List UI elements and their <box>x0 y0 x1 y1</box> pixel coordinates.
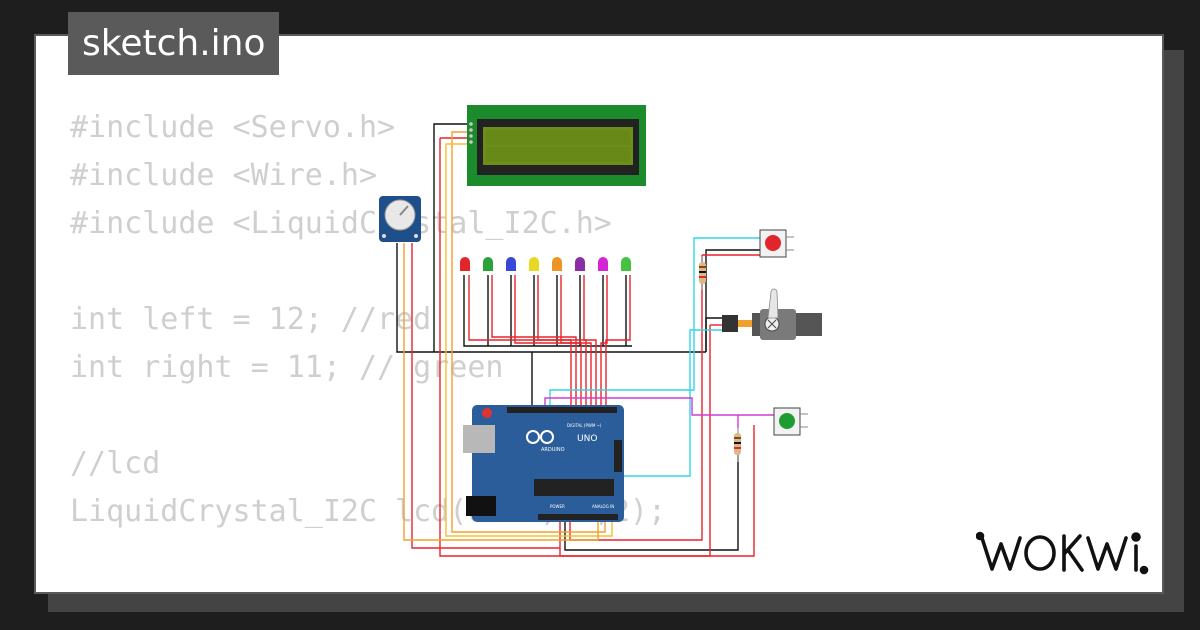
wires <box>396 123 774 557</box>
microcontroller-chip <box>534 479 614 496</box>
wire-black <box>396 243 706 353</box>
lcd-display[interactable] <box>467 105 646 186</box>
wire-red <box>560 425 755 557</box>
wire-red <box>491 275 577 407</box>
wire-red <box>439 138 560 557</box>
analog-label: ANALOG IN <box>592 504 614 509</box>
wokwi-logo <box>976 531 1149 575</box>
wire-cyan <box>549 237 760 407</box>
resistor[interactable] <box>734 428 741 462</box>
file-name-tab[interactable]: sketch.ino <box>68 12 280 75</box>
wire-yellow <box>445 143 613 537</box>
wire-red <box>537 275 587 407</box>
code-preview: #include <Servo.h> #include <Wire.h> #incl… <box>70 104 666 592</box>
wire-cyan <box>621 329 722 520</box>
wire-red <box>583 275 597 407</box>
wire-red <box>468 275 572 407</box>
board-brand-label: ARDUINO <box>541 447 565 453</box>
wire-red <box>569 255 703 541</box>
wire-black <box>705 317 722 352</box>
wire-black <box>564 452 739 551</box>
wire-red <box>411 243 560 549</box>
wire-magenta <box>544 397 774 416</box>
led-row <box>460 257 631 271</box>
code-line: #include <LiquidCrystal_I2C.h> <box>70 206 612 241</box>
code-line: // <box>70 584 666 592</box>
resistor[interactable] <box>699 256 706 290</box>
board-model-label: UNO <box>577 434 597 444</box>
code-line: int right = 11; // green <box>70 350 504 385</box>
wire-black <box>705 249 760 352</box>
digital-header <box>507 407 617 413</box>
wire-red <box>560 275 592 407</box>
led-blue[interactable] <box>506 257 516 271</box>
potentiometer[interactable] <box>379 196 421 242</box>
arduino-uno-board[interactable]: UNO ARDUINO DIGITAL (PWM ~) POWER ANALOG… <box>463 405 624 522</box>
led-yellow[interactable] <box>529 257 539 271</box>
code-line: #include <Servo.h> <box>70 110 396 145</box>
led-red[interactable] <box>460 257 470 271</box>
analog-header <box>538 514 618 520</box>
led-magenta[interactable] <box>598 257 608 271</box>
led-green[interactable] <box>483 257 493 271</box>
wire-orange <box>451 131 606 533</box>
led-purple[interactable] <box>575 257 585 271</box>
digital-label: DIGITAL (PWM ~) <box>567 423 602 428</box>
code-line: #include <Wire.h> <box>70 158 378 193</box>
code-line: //lcd <box>70 446 161 481</box>
usb-port <box>463 425 495 453</box>
led-green-2[interactable] <box>621 257 631 271</box>
wire-red <box>514 275 582 407</box>
reset-button <box>482 408 492 418</box>
push-button-green[interactable] <box>773 407 808 436</box>
wire-black <box>433 123 468 352</box>
power-label: POWER <box>550 504 565 509</box>
wire-red <box>600 275 608 407</box>
wire-orange <box>403 243 599 541</box>
push-button-red[interactable] <box>759 229 794 258</box>
code-line: int left = 12; //red <box>70 302 432 337</box>
servo-motor[interactable] <box>722 288 822 340</box>
power-jack <box>466 496 496 516</box>
led-orange[interactable] <box>552 257 562 271</box>
wire-red <box>605 275 631 407</box>
